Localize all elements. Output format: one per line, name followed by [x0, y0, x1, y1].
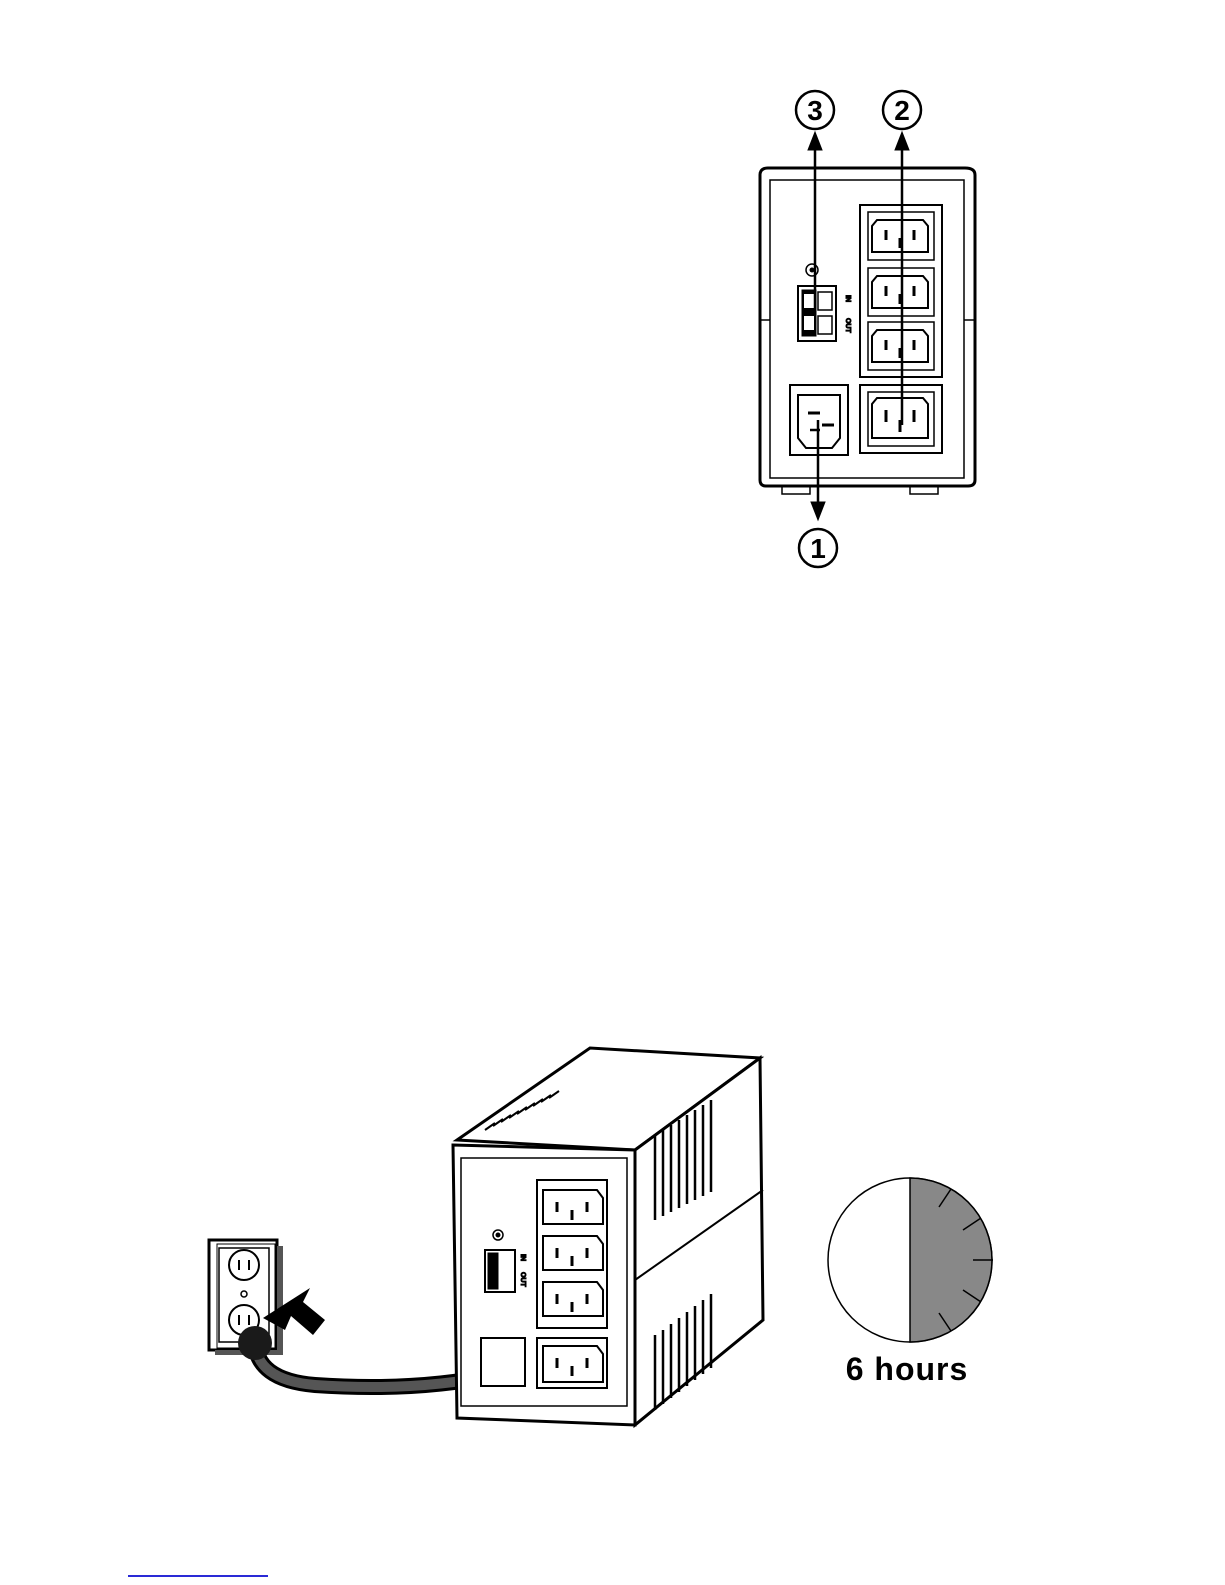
port-out-label: OUT: [844, 318, 851, 334]
phone-line-ports: IN OUT: [798, 286, 851, 341]
ups-charging-diagram: IN OUT 6 hours: [195, 1040, 1025, 1480]
callout-arrows: [808, 132, 909, 520]
callout-1: 1: [799, 529, 837, 567]
callout-1-number: 1: [810, 533, 826, 564]
footer-link-underline[interactable]: [128, 1575, 268, 1577]
callout-2: 2: [883, 91, 921, 129]
callout-2-number: 2: [894, 95, 910, 126]
ups-rear-panel-diagram: 3 2: [740, 80, 1020, 580]
port-in-label: IN: [844, 295, 851, 302]
callout-3-number: 3: [807, 95, 823, 126]
charging-port-in-label: IN: [519, 1254, 526, 1261]
charging-port-out-label: OUT: [519, 1272, 526, 1288]
callout-3: 3: [796, 91, 834, 129]
charge-duration-label: 6 hours: [846, 1351, 969, 1387]
charge-time-clock: 6 hours: [828, 1178, 993, 1387]
